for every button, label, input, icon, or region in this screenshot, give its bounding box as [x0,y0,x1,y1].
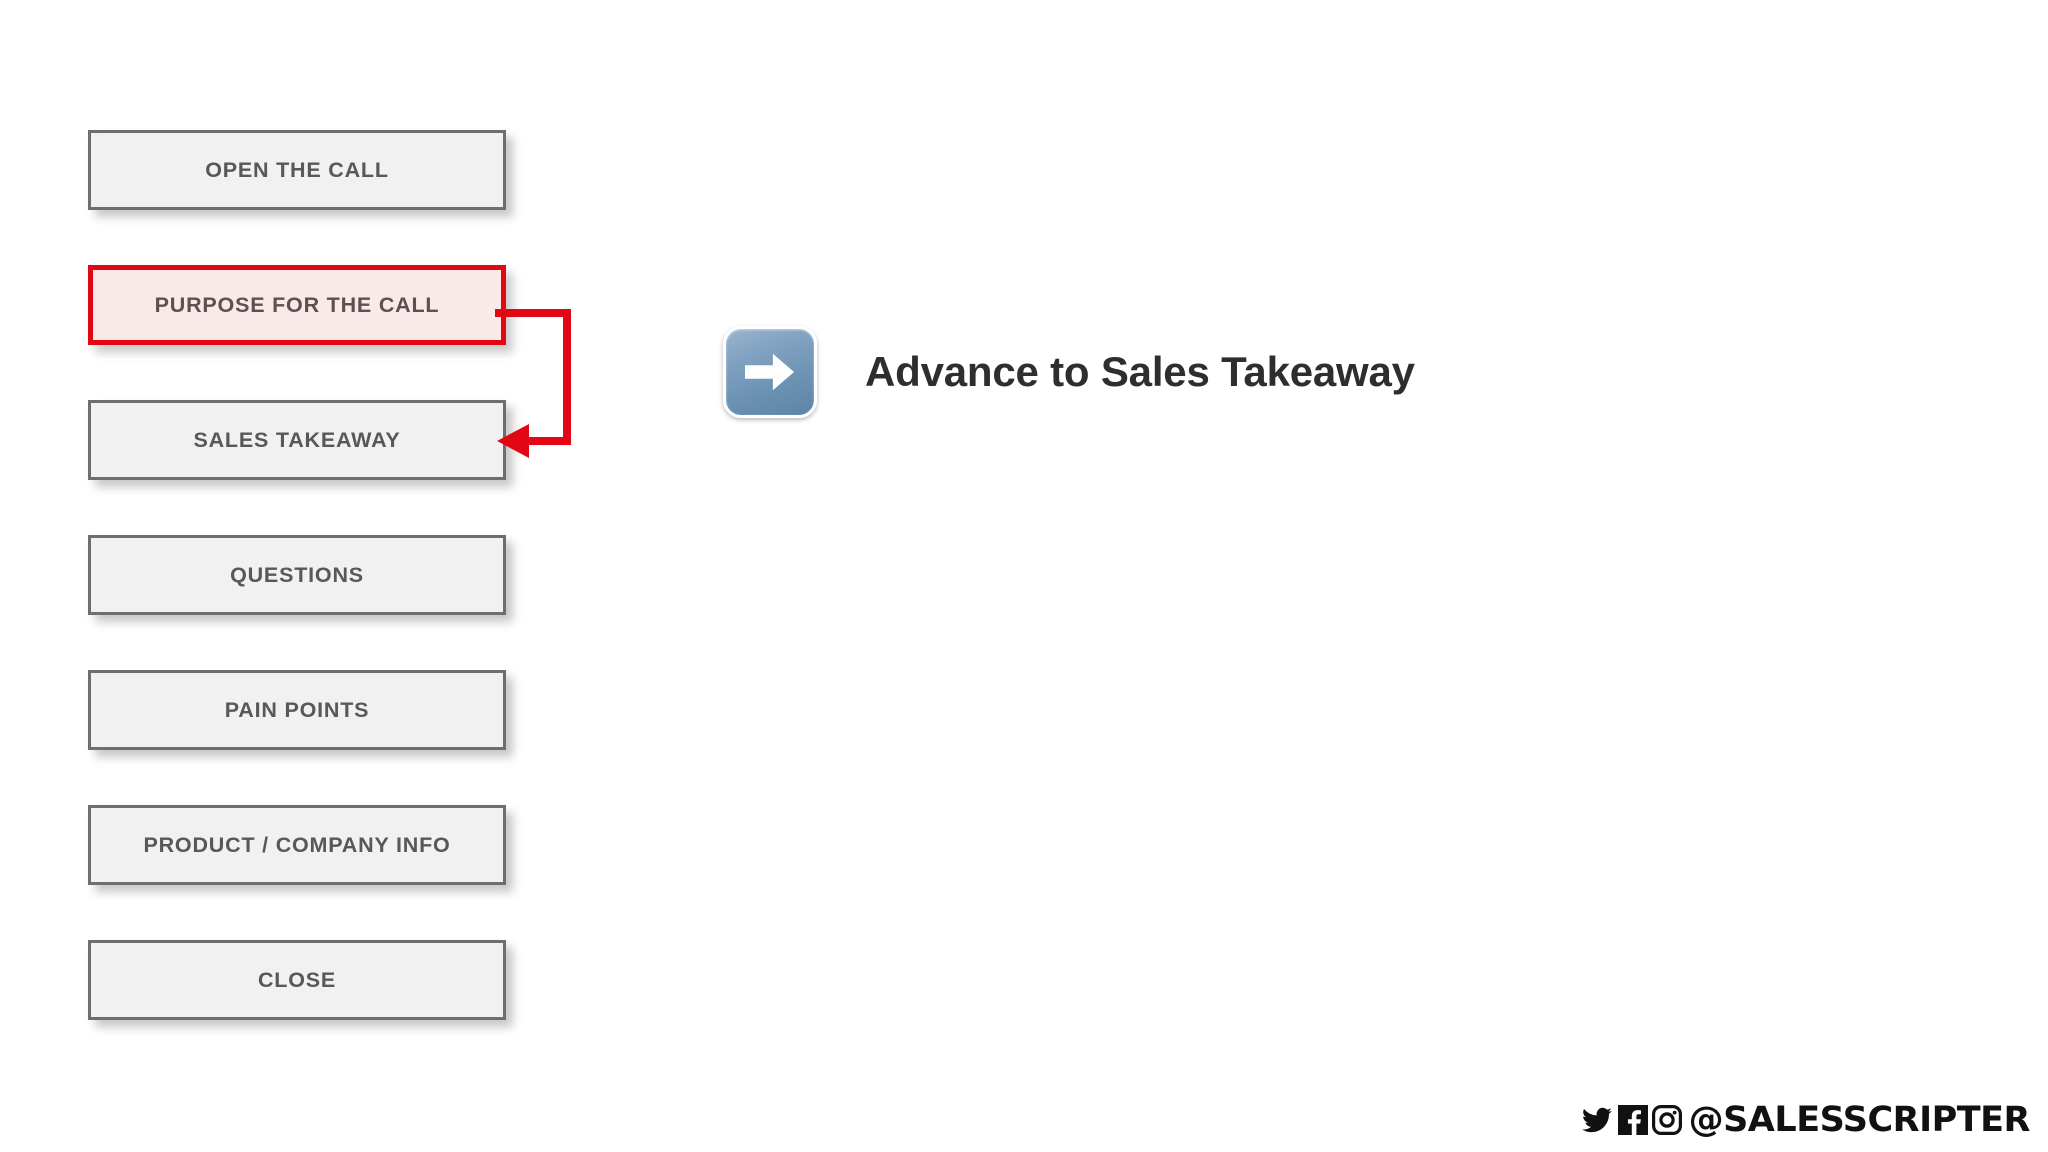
stage-button-label: OPEN THE CALL [205,157,389,182]
blue-right-arrow-icon [723,326,817,418]
call-stage-list: OPEN THE CALL PURPOSE FOR THE CALL SALES… [88,130,506,1020]
stage-button-pain-points[interactable]: PAIN POINTS [88,670,506,750]
advance-panel: Advance to Sales Takeaway [723,326,1415,418]
stage-button-label: CLOSE [257,967,337,992]
stage-button-label: SALES TAKEAWAY [193,427,401,452]
facebook-icon[interactable] [1617,1105,1648,1135]
stage-button-label: PURPOSE FOR THE CALL [154,292,440,317]
stage-button-purpose-for-the-call[interactable]: PURPOSE FOR THE CALL [88,265,506,345]
stage-button-sales-takeaway[interactable]: SALES TAKEAWAY [88,400,506,480]
advance-heading: Advance to Sales Takeaway [865,348,1415,395]
flow-arrow-icon [495,309,571,458]
twitter-icon[interactable] [1580,1105,1614,1135]
stage-button-label: PAIN POINTS [224,697,370,722]
stage-button-product-company-info[interactable]: PRODUCT / COMPANY INFO [88,805,506,885]
stage-button-questions[interactable]: QUESTIONS [88,535,506,615]
instagram-icon[interactable] [1651,1105,1682,1135]
stage-button-open-the-call[interactable]: OPEN THE CALL [88,130,506,210]
stage-button-label: PRODUCT / COMPANY INFO [143,832,451,857]
stage-button-label: QUESTIONS [230,562,364,587]
social-handle: @SALESSCRIPTER [1688,1100,2031,1140]
stage-button-close[interactable]: CLOSE [88,940,506,1020]
social-footer: @SALESSCRIPTER [1580,1100,2031,1140]
